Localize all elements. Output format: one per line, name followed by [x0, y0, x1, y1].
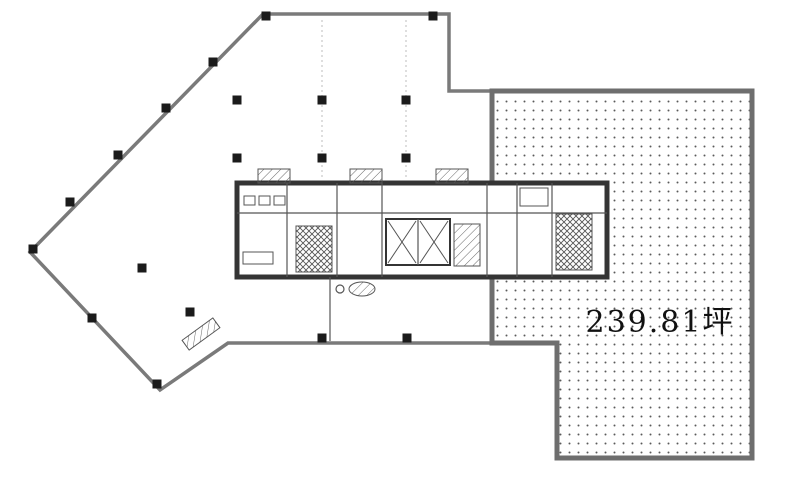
column-marker [317, 153, 327, 163]
column-marker [232, 95, 242, 105]
side-entrance [181, 317, 221, 351]
restroom-fixture [243, 195, 256, 206]
column-marker [87, 313, 97, 323]
vestibule [435, 168, 469, 184]
column-marker [208, 57, 218, 67]
column-marker [185, 307, 195, 317]
core [234, 180, 610, 280]
columns-layer [28, 11, 438, 389]
column-marker [402, 333, 412, 343]
planter-symbol [348, 281, 376, 297]
column-marker [317, 333, 327, 343]
column-marker [152, 379, 162, 389]
restroom-fixture [273, 195, 286, 206]
column-marker [137, 263, 147, 273]
restroom-fixture [258, 195, 271, 206]
vestibules [257, 168, 469, 184]
elevator-bank [385, 218, 451, 266]
column-marker [161, 103, 171, 113]
service-room [519, 187, 549, 207]
stair-right [555, 213, 593, 271]
area-label: 239.81坪 [586, 305, 735, 340]
vestibule [257, 168, 291, 184]
service-shaft [453, 223, 481, 267]
column-marker [232, 153, 242, 163]
column-marker [113, 150, 123, 160]
column-marker [401, 153, 411, 163]
column-marker [28, 244, 38, 254]
stair-left [295, 225, 333, 273]
column-marker [65, 197, 75, 207]
column-marker [317, 95, 327, 105]
column-marker [401, 95, 411, 105]
small-fixture [335, 284, 345, 294]
column-marker [261, 11, 271, 21]
vestibule [349, 168, 383, 184]
column-marker [428, 11, 438, 21]
restroom-counter [242, 251, 274, 265]
